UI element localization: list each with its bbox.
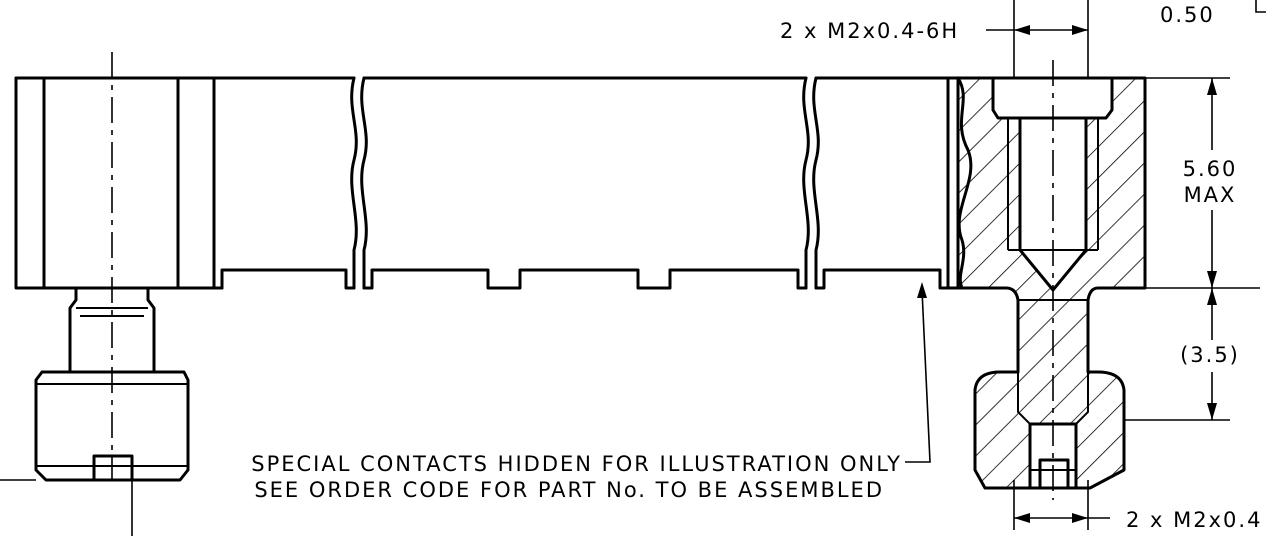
dimensions	[905, 0, 1266, 530]
right-section-view	[956, 60, 1147, 500]
dimension-top-right: 0.50	[1160, 3, 1215, 27]
note-line-2: SEE ORDER CODE FOR PART No. TO BE ASSEMB…	[254, 478, 884, 502]
left-pin	[0, 52, 190, 536]
thread-callout-top: 2 x M2x0.4-6H	[780, 19, 959, 43]
note-line-1: SPECIAL CONTACTS HIDDEN FOR ILLUSTRATION…	[251, 452, 902, 476]
height-dimension-qualifier: MAX	[1184, 183, 1237, 207]
thread-callout-bottom: 2 x M2x0.4	[1126, 508, 1262, 532]
housing-body	[14, 76, 960, 290]
stud-length-dimension: (3.5)	[1180, 343, 1240, 367]
height-dimension-value: 5.60	[1183, 157, 1238, 181]
